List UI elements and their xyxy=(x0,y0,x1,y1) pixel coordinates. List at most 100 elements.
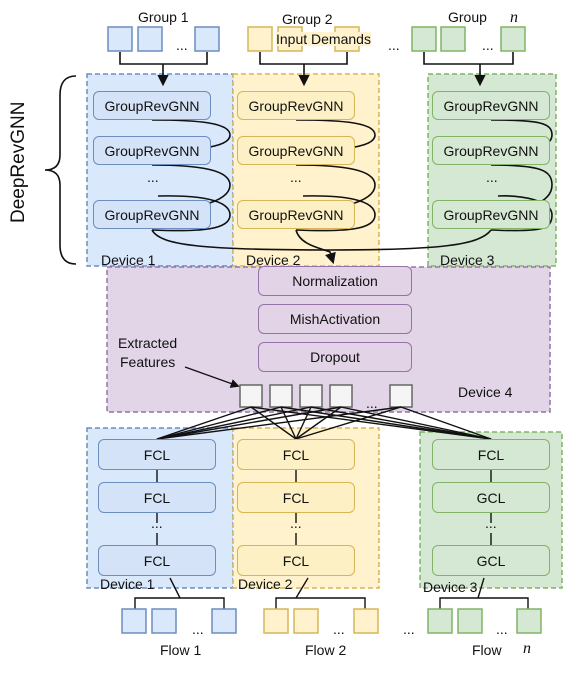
extracted-features-label-line2: Features xyxy=(120,354,176,370)
mish-activation-block: MishActivation xyxy=(258,304,412,334)
device-1-bottom-label: Device 1 xyxy=(100,576,155,592)
residual-loop xyxy=(295,195,376,232)
fcl-block: FCL xyxy=(432,439,550,470)
output-bracket-2 xyxy=(275,577,366,610)
input-square xyxy=(137,26,163,52)
fanout-line xyxy=(156,406,312,440)
device-3-bottom-label: Device 3 xyxy=(423,579,478,595)
output-square xyxy=(353,608,379,634)
fcl-block: FCL xyxy=(98,545,216,576)
ellipsis: ... xyxy=(290,169,302,185)
output-square xyxy=(211,608,237,634)
ellipsis: ... xyxy=(482,37,494,53)
extracted-features-arrow xyxy=(184,366,240,388)
deeprevgnn-brace xyxy=(44,75,77,265)
output-square xyxy=(121,608,147,634)
feature-square xyxy=(239,384,263,408)
output-bracket-n xyxy=(439,577,529,610)
fcl-block: FCL xyxy=(98,439,216,470)
ellipsis: ... xyxy=(147,169,159,185)
group-n-label: Group xyxy=(448,9,487,25)
feature-square xyxy=(299,384,323,408)
group-n-variable: n xyxy=(510,9,518,26)
fanout-line xyxy=(295,406,342,440)
input-square xyxy=(440,26,466,52)
output-square xyxy=(516,608,542,634)
merge-arrow xyxy=(295,229,336,265)
feature-square xyxy=(389,384,413,408)
group-1-label: Group 1 xyxy=(138,9,189,25)
fanout-line xyxy=(156,406,282,440)
flow-n-variable: n xyxy=(523,640,531,657)
input-square xyxy=(411,26,437,52)
bottom-connectors xyxy=(156,470,492,545)
fanout-line xyxy=(280,406,492,440)
fcl-block: FCL xyxy=(237,439,355,470)
flow-2-label: Flow 2 xyxy=(305,642,347,658)
fanout-line xyxy=(295,406,402,440)
fanout-line xyxy=(250,406,492,440)
device-3-label: Device 3 xyxy=(440,252,495,268)
fanout-line xyxy=(156,406,342,440)
device-2-label: Device 2 xyxy=(246,252,301,268)
residual-loop xyxy=(151,195,231,232)
group-1-bracket xyxy=(119,52,208,84)
merge-line xyxy=(329,229,492,251)
output-square xyxy=(263,608,289,634)
grouprevgnn-block: GroupRevGNN xyxy=(432,91,550,120)
ellipsis: ... xyxy=(151,515,163,531)
input-square xyxy=(500,26,526,52)
merge-line xyxy=(151,229,331,251)
grouprevgnn-block: GroupRevGNN xyxy=(237,136,355,165)
grouprevgnn-block: GroupRevGNN xyxy=(432,136,550,165)
ellipsis: ... xyxy=(388,37,400,53)
feature-square xyxy=(269,384,293,408)
fanout-line xyxy=(340,406,492,440)
grouprevgnn-block: GroupRevGNN xyxy=(432,200,550,229)
fanout-line xyxy=(400,406,492,440)
ellipsis: ... xyxy=(485,515,497,531)
grouprevgnn-block: GroupRevGNN xyxy=(93,200,211,229)
ellipsis: ... xyxy=(403,621,415,637)
input-demands-label: Input Demands xyxy=(276,31,371,47)
gcl-block: GCL xyxy=(432,545,550,576)
fanout-line xyxy=(310,406,492,440)
ellipsis: ... xyxy=(486,169,498,185)
input-square xyxy=(194,26,220,52)
output-square xyxy=(457,608,483,634)
deeprevgnn-label: DeepRevGNN xyxy=(8,101,29,223)
flow-1-label: Flow 1 xyxy=(160,642,202,658)
fanout-line xyxy=(156,406,402,440)
device-1-label: Device 1 xyxy=(101,252,156,268)
output-square xyxy=(427,608,453,634)
ellipsis: ... xyxy=(496,621,508,637)
fcl-block: FCL xyxy=(237,482,355,513)
fanout-line xyxy=(156,406,252,440)
input-square xyxy=(107,26,133,52)
group-2-bracket xyxy=(259,52,348,84)
ellipsis: ... xyxy=(176,37,188,53)
device-4-label: Device 4 xyxy=(458,384,513,400)
fcl-block: FCL xyxy=(237,545,355,576)
ellipsis: ... xyxy=(290,515,302,531)
extracted-features-label-line1: Extracted xyxy=(118,335,178,351)
grouprevgnn-block: GroupRevGNN xyxy=(93,91,211,120)
device-2-bottom-label: Device 2 xyxy=(238,576,293,592)
feature-square xyxy=(329,384,353,408)
output-bracket-1 xyxy=(134,577,225,610)
normalization-block: Normalization xyxy=(258,266,412,296)
group-2-label: Group 2 xyxy=(282,11,333,27)
fcl-block: FCL xyxy=(98,482,216,513)
grouprevgnn-block: GroupRevGNN xyxy=(237,200,355,229)
flow-n-label: Flow xyxy=(472,642,502,658)
grouprevgnn-block: GroupRevGNN xyxy=(93,136,211,165)
ellipsis: ... xyxy=(192,621,204,637)
group-n-bracket xyxy=(423,52,514,84)
residual-loop xyxy=(490,195,553,232)
gcl-block: GCL xyxy=(432,482,550,513)
feature-fanout-lines xyxy=(156,406,492,440)
output-square xyxy=(151,608,177,634)
ellipsis: ... xyxy=(333,621,345,637)
grouprevgnn-block: GroupRevGNN xyxy=(237,91,355,120)
